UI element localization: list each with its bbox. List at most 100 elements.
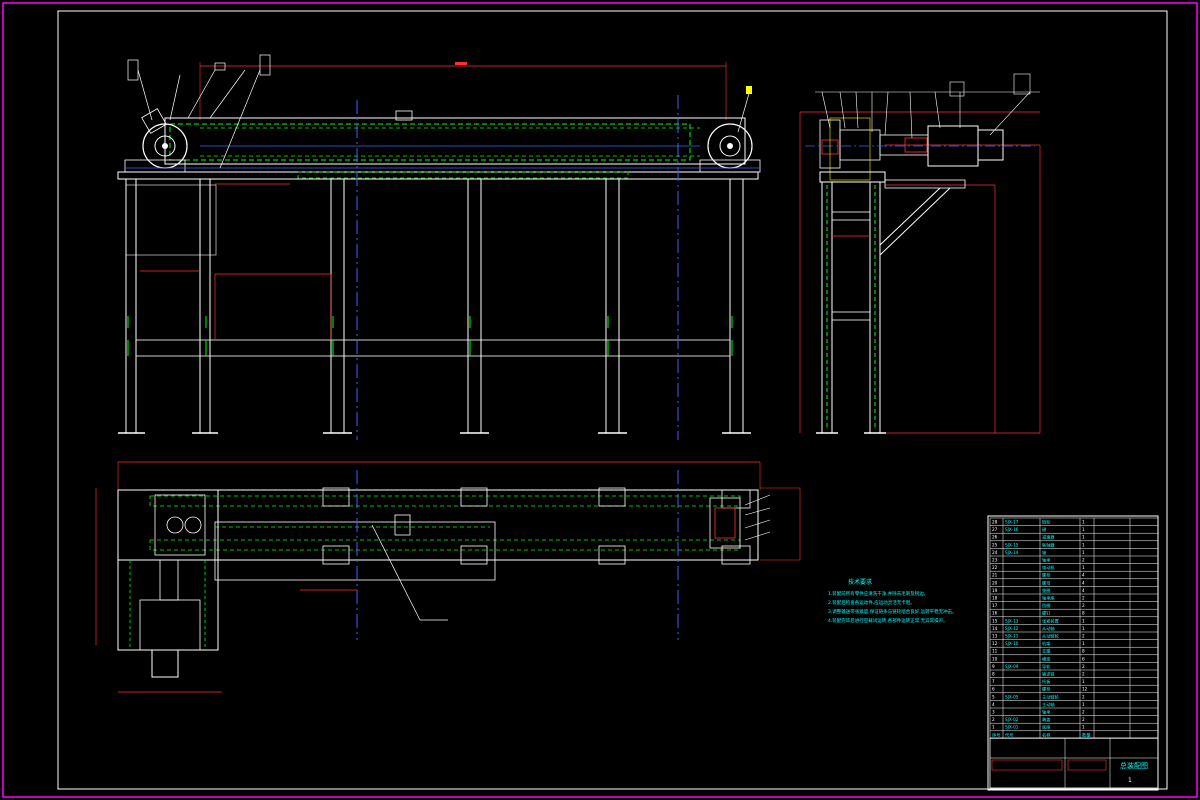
bom-cell-code: SJX-01	[1005, 725, 1019, 730]
bom-cell-qty: 8	[1082, 649, 1085, 654]
bom-cell-qty: 2	[1082, 710, 1085, 715]
bom-cell-qty: 2	[1082, 694, 1085, 699]
tech-req-line-3: 3.调整输送带张紧度,保证链条与链轮啮合良好,运转平稳无冲击。	[828, 608, 957, 615]
bom-cell-no: 27	[992, 527, 998, 532]
bom-cell-no: 26	[992, 535, 998, 540]
bom-cell-qty: 2	[1082, 634, 1085, 639]
bom-cell-name: 垫圈	[1042, 587, 1050, 594]
bom-cell-qty: 2	[1082, 596, 1085, 601]
bom-cell-no: 22	[992, 565, 998, 570]
bom-cell-qty: 2	[1082, 672, 1085, 677]
bom-cell-qty: 1	[1082, 535, 1085, 540]
bom-cell-name: 螺钉	[1042, 610, 1051, 617]
bom-cell-no: 18	[992, 596, 998, 601]
bom-cell-no: 25	[992, 542, 998, 547]
tech-req-line-1: 1.装配前所有零件应清洗干净,并除去毛刺及锐边。	[828, 590, 928, 597]
bom-cell-name: 联轴器	[1042, 541, 1055, 548]
bom-cell-no: 19	[992, 588, 998, 593]
bom-header-no: 序号	[992, 731, 1000, 738]
tech-requirements-title: 技术要求	[848, 578, 872, 586]
bom-cell-name: 轴承	[1042, 557, 1051, 564]
bom-header-qty: 数量	[1082, 731, 1090, 738]
bom-cell-code: SJX-11	[1005, 634, 1019, 639]
bom-cell-qty: 1	[1082, 626, 1085, 631]
bom-cell-code: SJX-13	[1005, 618, 1019, 623]
bom-cell-name: 端盖	[1042, 716, 1050, 723]
bom-cell-no: 7	[992, 679, 995, 684]
bom-header-name: 名称	[1042, 731, 1050, 738]
bom-cell-name: 减速器	[1042, 534, 1055, 541]
bom-cell-qty: 12	[1082, 687, 1088, 692]
bom-cell-name: 导轨	[1042, 663, 1051, 670]
bom-cell-qty: 2	[1082, 717, 1085, 722]
bom-cell-qty: 1	[1082, 641, 1085, 646]
bom-cell-qty: 1	[1082, 542, 1085, 547]
front-view	[117, 54, 761, 440]
bom-cell-name: 挡圈	[1042, 602, 1050, 609]
bom-cell-qty: 6	[1082, 656, 1085, 661]
sheet-number: 1	[1128, 777, 1132, 784]
bom-cell-name: 从动轴	[1042, 625, 1055, 632]
tech-req-line-4: 4.装配完毕后进行空载试运转,各部件运转正常,无异常噪声。	[828, 617, 948, 624]
bom-cell-code: SJX-14	[1005, 550, 1019, 555]
bom-cell-no: 5	[992, 694, 995, 699]
plan-view	[95, 461, 801, 693]
tech-req-line-2: 2.装配后检查各运动件,应运动灵活无卡阻。	[828, 599, 915, 606]
bom-cell-no: 13	[992, 634, 998, 639]
bom-cell-name: 张紧装置	[1042, 617, 1059, 624]
bom-cell-name: 轴承	[1042, 709, 1051, 716]
bom-cell-qty: 1	[1082, 527, 1085, 532]
bom-cell-no: 10	[992, 656, 998, 661]
bom-cell-no: 9	[992, 664, 995, 669]
bom-cell-code: SJX-17	[1005, 520, 1019, 525]
bom-cell-name: 螺栓	[1042, 572, 1051, 579]
bom-cell-no: 15	[992, 618, 998, 623]
bom-cell-no: 3	[992, 710, 995, 715]
bom-cell-code: SJX-12	[1005, 626, 1019, 631]
bom-cell-no: 17	[992, 603, 998, 608]
bom-cell-qty: 4	[1082, 573, 1085, 578]
side-view	[799, 73, 1041, 434]
bom-header-code: 代号	[1005, 731, 1013, 738]
bom-cell-code: SJX-15	[1005, 542, 1019, 547]
bom-cell-no: 20	[992, 580, 998, 585]
bom-cell-no: 24	[992, 550, 998, 555]
bom-cell-name: 轴	[1042, 549, 1046, 556]
bom-cell-qty: 1	[1082, 702, 1085, 707]
bom-cell-name: 横梁	[1042, 655, 1051, 662]
bom-cell-qty: 1	[1082, 520, 1085, 525]
bom-cell-no: 21	[992, 573, 998, 578]
bom-cell-no: 1	[992, 725, 995, 730]
bom-cell-name: 主动链轮	[1042, 693, 1060, 700]
bom-cell-name: 电动机	[1042, 564, 1055, 571]
bom-cell-qty: 2	[1082, 558, 1085, 563]
bom-cell-no: 28	[992, 520, 998, 525]
bom-cell-no: 16	[992, 611, 998, 616]
bom-cell-qty: 1	[1082, 679, 1085, 684]
bom-cell-name: 螺栓	[1042, 686, 1051, 693]
bom-cell-name: 键	[1042, 526, 1047, 533]
bom-cell-code: SJX-16	[1005, 527, 1019, 532]
bom-cell-code: SJX-09	[1005, 664, 1019, 669]
bom-cell-name: 托板	[1042, 678, 1051, 685]
bom-cell-qty: 1	[1082, 550, 1085, 555]
bom-cell-qty: 2	[1082, 603, 1085, 608]
tech-requirements: 技术要求 1.装配前所有零件应清洗干净,并除去毛刺及锐边。 2.装配后检查各运动…	[828, 578, 957, 624]
bom-cell-name: 主动轴	[1042, 701, 1055, 708]
bom-cell-qty: 2	[1082, 664, 1085, 669]
bom-cell-name: 轴承座	[1042, 595, 1055, 602]
bom-cell-qty: 4	[1082, 588, 1085, 593]
sheet-inner-border	[57, 10, 1168, 790]
title-block-name: 总装配图	[1120, 761, 1148, 770]
bom-cell-no: 11	[992, 649, 998, 654]
bom-cell-name: 支腿	[1042, 648, 1051, 655]
bom-cell-name: 机架	[1042, 640, 1050, 647]
bom-cell-qty: 8	[1082, 611, 1085, 616]
bom-cell-no: 23	[992, 558, 998, 563]
bom-cell-name: 从动链轮	[1042, 633, 1060, 640]
bom-cell-no: 6	[992, 687, 995, 692]
bom-cell-name: 螺母	[1042, 579, 1050, 586]
bom-cell-no: 8	[992, 672, 995, 677]
